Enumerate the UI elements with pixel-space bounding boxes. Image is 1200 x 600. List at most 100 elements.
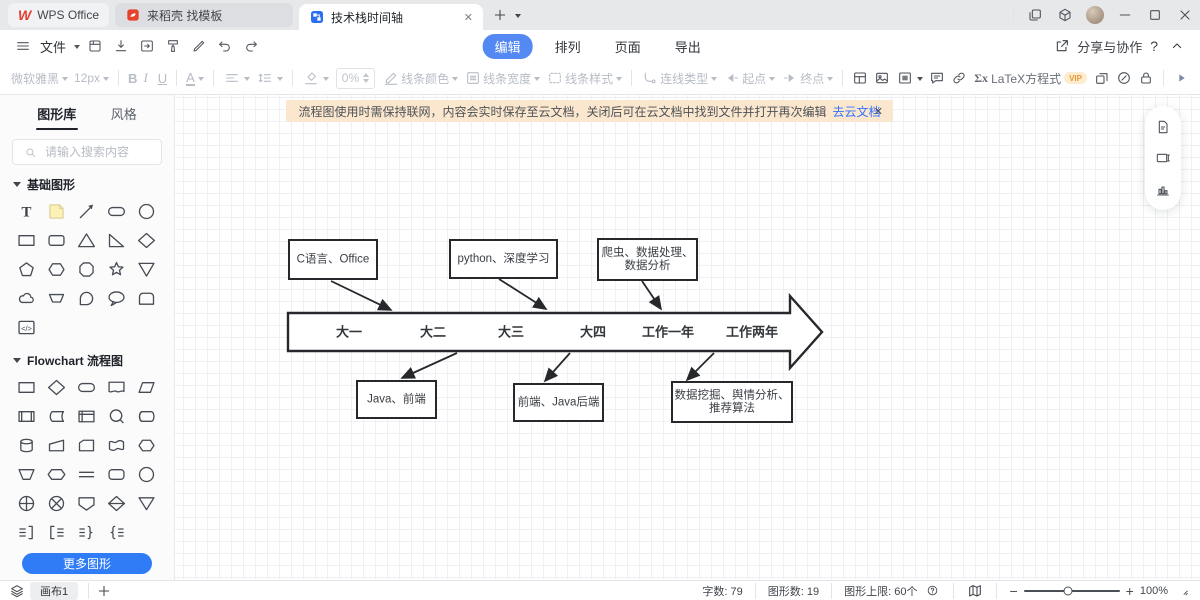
connector-type-button[interactable]: 连线类型 xyxy=(641,69,718,87)
diagram-box[interactable] xyxy=(597,238,698,281)
timeline-label[interactable]: 大一 xyxy=(336,324,362,339)
diagram-connector[interactable] xyxy=(498,278,548,310)
shape-connector-tail[interactable] xyxy=(102,402,130,430)
timeline-label[interactable]: 大四 xyxy=(580,324,606,339)
shape-process[interactable] xyxy=(12,373,40,401)
shape-trapezoid[interactable] xyxy=(42,284,70,312)
start-point-button[interactable]: 起点 xyxy=(723,69,776,87)
multi-window-icon[interactable] xyxy=(1020,0,1050,30)
more-shapes-button[interactable]: 更多图形 xyxy=(22,553,152,574)
shape-pill[interactable] xyxy=(102,197,130,225)
line-color-button[interactable]: 线条颜色 xyxy=(382,69,459,87)
tab-shape-library[interactable]: 图形库 xyxy=(37,104,76,130)
align-button[interactable] xyxy=(223,69,250,87)
shape-double-line[interactable] xyxy=(72,460,100,488)
font-color-button[interactable]: A xyxy=(186,71,204,86)
shape-terminator[interactable] xyxy=(72,373,100,401)
underline-button[interactable]: U xyxy=(157,70,168,86)
maximize-button[interactable] xyxy=(1140,0,1170,30)
shape-right-triangle[interactable] xyxy=(102,226,130,254)
file-menu[interactable]: 文件 xyxy=(40,39,67,55)
shape-code-block[interactable]: </> xyxy=(12,313,40,341)
shape-summing-junction[interactable] xyxy=(12,489,40,517)
file-menu-caret-icon[interactable] xyxy=(74,45,81,52)
end-point-button[interactable]: 终点 xyxy=(781,69,834,87)
shape-trapezoid-down[interactable] xyxy=(12,460,40,488)
zoom-in-button[interactable]: + xyxy=(1125,582,1134,599)
redo-button[interactable] xyxy=(240,35,262,57)
shape-rect[interactable] xyxy=(12,226,40,254)
chart-insert-icon[interactable] xyxy=(1152,179,1174,201)
help-button[interactable]: ? xyxy=(1150,38,1158,54)
tab-list-caret-icon[interactable] xyxy=(515,14,522,21)
add-canvas-button[interactable] xyxy=(95,582,113,600)
comment-button[interactable] xyxy=(926,67,948,89)
close-button[interactable] xyxy=(1170,0,1200,30)
format-painter-button[interactable] xyxy=(162,35,184,57)
shape-cloud[interactable] xyxy=(12,284,40,312)
hyperlink-button[interactable] xyxy=(948,67,970,89)
zoom-track[interactable] xyxy=(1023,586,1120,595)
menu-1[interactable]: 排列 xyxy=(554,39,581,55)
apps-cube-icon[interactable] xyxy=(1050,0,1080,30)
canvas-tab[interactable]: 画布1 xyxy=(30,581,79,600)
shape-bracket-right[interactable] xyxy=(12,518,40,546)
italic-button[interactable]: I xyxy=(143,70,148,85)
new-tab-button[interactable] xyxy=(489,4,511,26)
line-style-button[interactable]: 线条样式 xyxy=(546,69,623,87)
diagram-box[interactable] xyxy=(288,239,378,280)
minimap-icon[interactable] xyxy=(966,582,984,600)
shape-line-arrow[interactable] xyxy=(72,197,100,225)
font-size-select[interactable]: 12px xyxy=(74,71,110,85)
diagram-box[interactable] xyxy=(671,381,793,423)
rename-frame-icon[interactable] xyxy=(1152,147,1174,169)
shape-star[interactable] xyxy=(102,255,130,283)
shape-diamond[interactable] xyxy=(132,226,160,254)
shape-teardrop[interactable] xyxy=(72,284,100,312)
shape-parallelogram[interactable] xyxy=(132,373,160,401)
timeline-arrow[interactable] xyxy=(286,292,824,372)
latex-formula-button[interactable]: Σx LaTeX方程式 VIP xyxy=(974,70,1087,87)
resize-grip-icon[interactable] xyxy=(1174,582,1192,600)
shape-pentagon[interactable] xyxy=(12,255,40,283)
notice-close-icon[interactable]: ✕ xyxy=(873,105,883,118)
layout-button[interactable] xyxy=(849,67,871,89)
line-spacing-button[interactable] xyxy=(256,69,283,87)
collapse-toolbar-icon[interactable] xyxy=(1166,35,1188,57)
shape-sticky-note[interactable] xyxy=(42,197,70,225)
font-family-select[interactable]: 微软雅黑 xyxy=(11,70,69,87)
insert-image-button[interactable] xyxy=(871,67,893,89)
shape-triangle[interactable] xyxy=(72,226,100,254)
timeline-label[interactable]: 大二 xyxy=(420,324,446,339)
diagram-connector[interactable] xyxy=(641,280,663,311)
shape-speech-bubble[interactable] xyxy=(102,284,130,312)
shape-rounded-hexagon[interactable] xyxy=(132,431,160,459)
section-basic-shapes[interactable]: 基础图形 xyxy=(13,176,174,193)
user-avatar[interactable] xyxy=(1086,6,1104,24)
download-button[interactable] xyxy=(110,35,132,57)
menu-2[interactable]: 页面 xyxy=(614,39,641,55)
shape-or-junction[interactable] xyxy=(42,489,70,517)
diagram-box[interactable] xyxy=(356,380,437,419)
drawing-canvas[interactable]: 流程图使用时需保持联网，内容会实时保存至云文档，关闭后可在云文档中找到文件并打开… xyxy=(175,95,1200,580)
shape-direct-access[interactable] xyxy=(132,402,160,430)
shape-decision[interactable] xyxy=(42,373,70,401)
shape-internal-storage[interactable] xyxy=(72,402,100,430)
tab-wps-home[interactable]: W WPS Office xyxy=(8,3,110,27)
fill-color-button[interactable] xyxy=(302,69,329,87)
shape-hexagon-wide[interactable] xyxy=(42,460,70,488)
diagram-connector[interactable] xyxy=(543,352,571,383)
timeline-label[interactable]: 工作一年 xyxy=(642,324,694,339)
shape-search-box[interactable] xyxy=(12,139,162,165)
diagram-box[interactable] xyxy=(513,383,604,422)
shape-hexagon[interactable] xyxy=(42,255,70,283)
shape-circle[interactable] xyxy=(132,197,160,225)
menu-3[interactable]: 导出 xyxy=(674,39,701,55)
tab-docer[interactable]: 来稻壳 找模板 xyxy=(115,3,294,27)
zoom-out-button[interactable]: − xyxy=(1009,582,1018,599)
tab-style[interactable]: 风格 xyxy=(110,107,137,122)
import-button[interactable] xyxy=(136,35,158,57)
zoom-slider[interactable]: − + xyxy=(1009,584,1133,598)
go-cloud-docs-link[interactable]: 去云文档 xyxy=(832,104,881,119)
clear-format-button[interactable] xyxy=(1113,67,1135,89)
